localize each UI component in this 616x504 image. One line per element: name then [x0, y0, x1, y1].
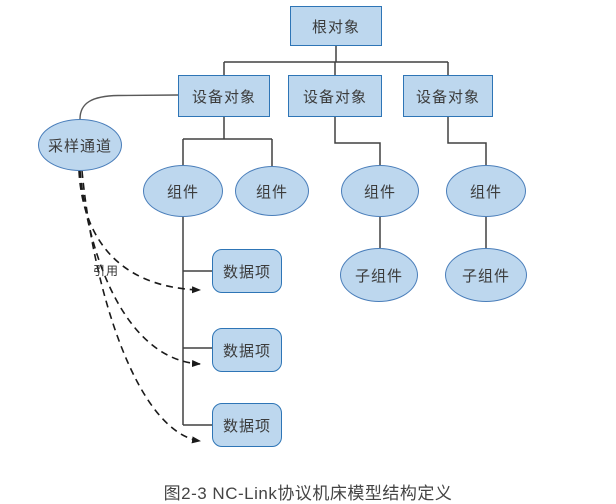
node-component-1: 组件 — [143, 165, 223, 217]
node-sub-component-2: 子组件 — [445, 248, 527, 302]
edge-label-reference: 引用 — [93, 264, 120, 278]
node-device-object-3: 设备对象 — [403, 75, 493, 117]
node-component-3: 组件 — [341, 165, 419, 217]
node-sub-component-1: 子组件 — [340, 248, 418, 302]
node-device-object-2: 设备对象 — [288, 75, 382, 117]
node-component-2: 组件 — [235, 166, 309, 216]
node-device-object-1: 设备对象 — [178, 75, 270, 117]
node-root-object: 根对象 — [290, 6, 382, 46]
channel-link-curve — [79, 94, 179, 120]
tree-connectors — [182, 46, 487, 426]
reference-dashed-arrows — [78, 170, 201, 444]
node-data-item-1: 数据项 — [212, 249, 282, 293]
node-component-4: 组件 — [446, 165, 526, 217]
node-data-item-3: 数据项 — [212, 403, 282, 447]
node-data-item-2: 数据项 — [212, 328, 282, 372]
figure-caption: 图2-3 NC-Link协议机床模型结构定义 — [163, 484, 453, 503]
node-sampling-channel: 采样通道 — [38, 119, 122, 171]
